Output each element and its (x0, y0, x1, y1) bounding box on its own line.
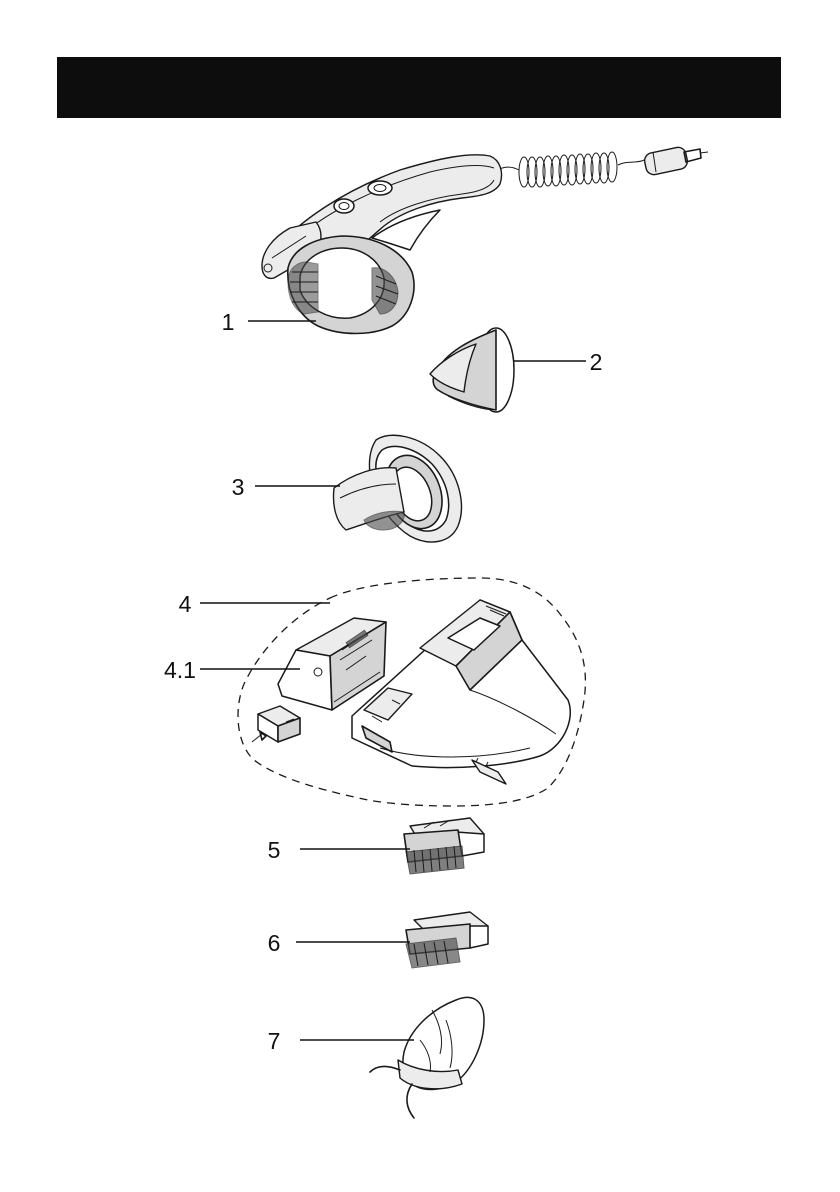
part-4-1-number: 4.1 (164, 657, 196, 683)
comb-attachment-illustration (406, 912, 488, 968)
filter-kit-group (238, 578, 585, 806)
vacuum-illustration (262, 146, 708, 334)
cone-filter-illustration (430, 328, 514, 412)
part-3-number: 3 (232, 474, 245, 500)
release-button-icon (368, 181, 392, 195)
brush-attachment-illustration (404, 818, 484, 874)
part-4-number: 4 (179, 591, 192, 617)
storage-bag-illustration (370, 997, 484, 1118)
coiled-cord (497, 146, 708, 187)
part-1-number: 1 (222, 309, 235, 335)
filter-cartridge (278, 618, 386, 710)
part-6-number: 6 (268, 930, 281, 956)
part-2-number: 2 (590, 349, 603, 375)
part-5-number: 5 (268, 837, 281, 863)
part-7-number: 7 (268, 1028, 281, 1054)
power-button-icon (334, 199, 354, 213)
front-grille (288, 262, 318, 314)
nozzle-illustration (334, 435, 462, 542)
